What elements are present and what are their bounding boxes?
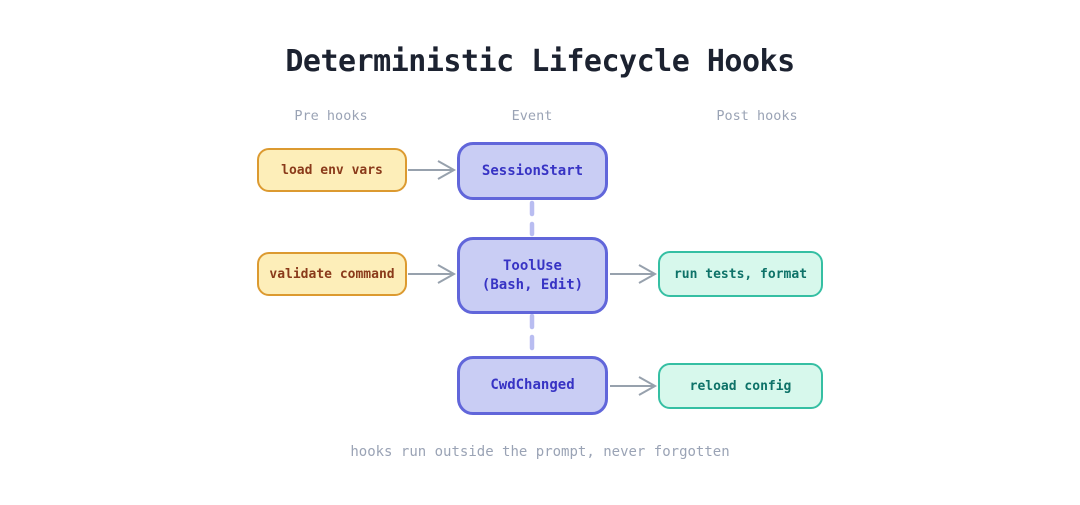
node-cwd-changed-label: CwdChanged bbox=[490, 377, 575, 393]
column-header-pre-hooks: Pre hooks bbox=[294, 108, 368, 124]
node-tool-use-label-line1: ToolUse bbox=[502, 257, 562, 274]
node-reload-config: reload config bbox=[658, 363, 823, 409]
node-load-env-vars-label: load env vars bbox=[281, 162, 383, 178]
node-session-start: SessionStart bbox=[457, 142, 608, 200]
arrow-tool-use-to-run-tests-icon bbox=[610, 264, 658, 284]
node-cwd-changed: CwdChanged bbox=[457, 356, 608, 415]
node-session-start-label: SessionStart bbox=[481, 162, 584, 179]
node-run-tests-format: run tests, format bbox=[658, 251, 823, 297]
column-header-post-hooks: Post hooks bbox=[716, 108, 798, 124]
arrow-load-env-to-session-start-icon bbox=[408, 160, 457, 180]
arrow-validate-to-tool-use-icon bbox=[408, 264, 457, 284]
node-validate-command-label: validate command bbox=[269, 266, 395, 282]
column-header-event: Event bbox=[511, 108, 553, 124]
arrow-cwd-changed-to-reload-config-icon bbox=[610, 376, 658, 396]
node-tool-use: ToolUse (Bash, Edit) bbox=[457, 237, 608, 314]
node-load-env-vars: load env vars bbox=[257, 148, 407, 192]
footer-caption: hooks run outside the prompt, never forg… bbox=[350, 444, 730, 460]
node-reload-config-label: reload config bbox=[689, 378, 792, 394]
node-run-tests-format-label: run tests, format bbox=[673, 266, 808, 282]
page-title: Deterministic Lifecycle Hooks bbox=[285, 44, 795, 79]
node-tool-use-label-line2: (Bash, Edit) bbox=[481, 276, 584, 293]
node-validate-command: validate command bbox=[257, 252, 407, 296]
